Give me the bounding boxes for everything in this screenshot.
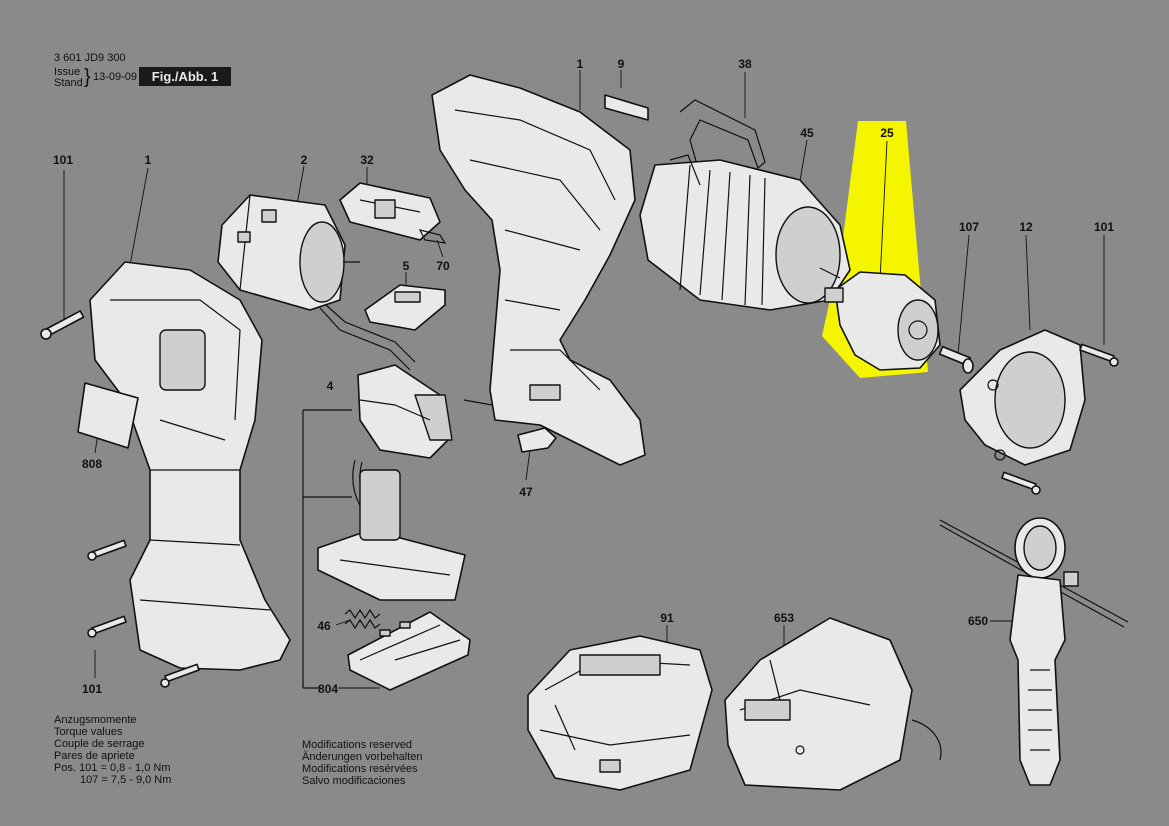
callout-47: 47: [519, 485, 533, 499]
part-32: [339, 182, 441, 241]
torque-pos-101: Pos. 101 = 0,8 - 1,0 Nm: [54, 762, 171, 774]
callout-1-left: 1: [144, 153, 152, 167]
board-804: [347, 611, 471, 691]
torque-line-es: Pares de apriete: [54, 750, 135, 762]
callout-101-bottom-left: 101: [81, 682, 103, 696]
stand-label: Stand: [54, 77, 83, 89]
callout-101-right: 101: [1093, 220, 1115, 234]
callout-650: 650: [967, 614, 989, 628]
torque-line-en: Torque values: [54, 726, 123, 738]
mod-line-es: Salvo modificaciones: [302, 775, 406, 787]
doc-number: 3 601 JD9 300: [54, 52, 126, 64]
callout-70: 70: [436, 259, 450, 273]
switch-4: [317, 364, 466, 601]
screw-101-right-lower: [1001, 471, 1041, 495]
motor-wire: [319, 307, 411, 371]
callout-5: 5: [402, 259, 410, 273]
callout-2: 2: [300, 153, 308, 167]
callout-101-top-left: 101: [52, 153, 74, 167]
gearbox-45: [639, 154, 851, 311]
issue-date: 13-09-09: [93, 71, 138, 83]
callout-45: 45: [800, 126, 814, 140]
part-5: [364, 284, 446, 331]
part-38: [679, 99, 766, 196]
callout-25: 25: [880, 126, 894, 140]
label-808: [77, 382, 139, 449]
callout-107: 107: [958, 220, 980, 234]
chuck-25: [824, 271, 941, 371]
screw-101-right: [1079, 343, 1119, 367]
issue-brace: }: [84, 66, 91, 88]
part-9: [604, 94, 649, 121]
housing-half-left: [89, 261, 291, 671]
callout-32: 32: [360, 153, 374, 167]
callout-9: 9: [617, 57, 625, 71]
mod-line-en: Modifications reserved: [302, 739, 413, 751]
issue-label: Issue: [54, 66, 81, 78]
callout-12: 12: [1019, 220, 1033, 234]
motor-2: [217, 194, 360, 311]
part-47: [517, 427, 557, 453]
callout-91: 91: [660, 611, 674, 625]
callout-4: 4: [326, 379, 334, 393]
front-cover-12: [959, 329, 1086, 466]
torque-line-fr: Couple de serrage: [54, 738, 145, 750]
aux-handle-650: [939, 517, 1129, 786]
torque-pos-107: 107 = 7,5 - 9,0 Nm: [80, 774, 172, 786]
callout-1-top: 1: [576, 57, 584, 71]
mod-line-fr: Modifications resérvées: [302, 763, 418, 775]
mod-line-de: Änderungen vorbehalten: [302, 751, 423, 763]
battery-91: [527, 635, 713, 791]
callout-804: 804: [317, 682, 339, 696]
torque-line-de: Anzugsmomente: [54, 714, 137, 726]
screw-101-top-left: [40, 310, 85, 340]
callout-653: 653: [773, 611, 795, 625]
figure-label: Fig./Abb. 1: [139, 67, 231, 86]
screw-107: [938, 345, 974, 374]
spring-46: [344, 608, 381, 630]
callout-46: 46: [317, 619, 331, 633]
screws-left-bottom: [87, 539, 200, 688]
charger-653: [724, 617, 942, 791]
housing-half-right: [431, 74, 646, 466]
callout-38: 38: [738, 57, 752, 71]
part-70: [418, 229, 447, 244]
callout-808: 808: [81, 457, 103, 471]
